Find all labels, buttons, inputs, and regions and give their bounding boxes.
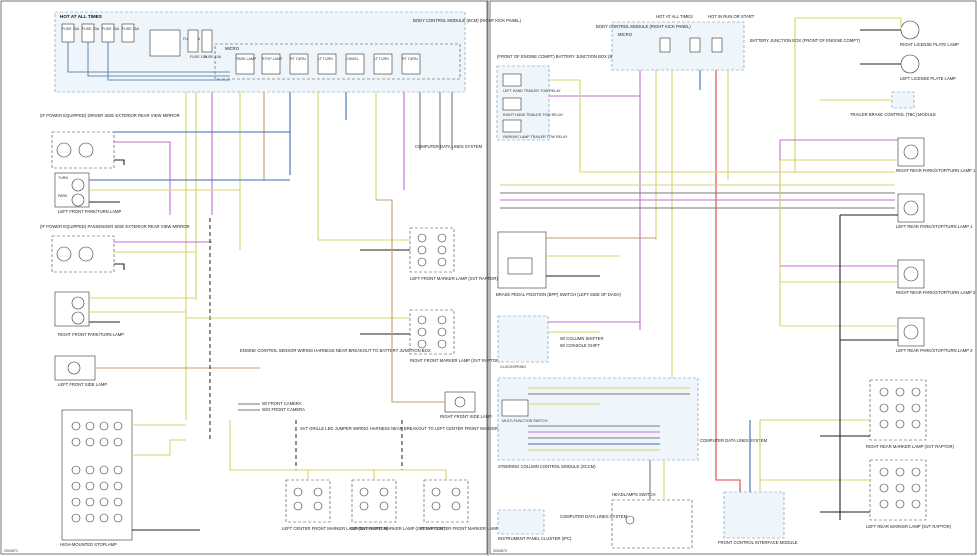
fuse-1: FUSE 15A — [62, 27, 80, 31]
left-side-lamp-label: LEFT FRONT SIDE LAMP — [58, 382, 107, 387]
clearance-center-label: CENTER FRONT MARKER LAMP (SVT RAPTOR) — [350, 526, 445, 531]
rear-lamp-3-label: RIGHT REAR PARK/STOP/TURN LAMP 2 — [896, 290, 976, 295]
headlamp-switch-label: HEADLAMPS SWITCH — [612, 492, 656, 497]
bcm-pin-chmsl: CHMSL — [346, 57, 359, 61]
multi-function-label: MULTI-FUNCTION SWITCH — [502, 419, 548, 423]
rear-marker-lamps: RIGHT REAR MARKER LAMP (SVT RAPTOR) LEFT… — [760, 379, 954, 529]
clearance-lamps: LEFT CENTER FRONT MARKER LAMP (SVT RAPTO… — [229, 420, 530, 531]
bcm-pin-park: PARK LAMP — [236, 57, 257, 61]
right-bcm: BODY CONTROL MODULE (RIGHT KICK PANEL) M… — [596, 14, 861, 71]
rear-marker-left-label: LEFT REAR MARKER LAMP (SVT RAPTOR) — [866, 524, 952, 529]
with-camera-label: W/ FRONT CAMERA — [262, 401, 302, 406]
bcm-pin-rt-turn-2: RT TURN — [402, 57, 418, 61]
sccm-label: STEERING COLUMN CONTROL MODULE (SCCM) — [498, 464, 596, 469]
right-park-turn-label: RIGHT FRONT PARK/TURN LAMP — [58, 332, 124, 337]
bcm-pin-lt-turn-2: LT TURN — [374, 57, 389, 61]
right-micro-label: MICRO — [618, 32, 633, 37]
w-column-shifter: W/ COLUMN SHIFTER — [560, 336, 604, 341]
left-park-turn-label: LEFT FRONT PARK/TURN LAMP — [58, 209, 121, 214]
relay-right-hand: RIGHT HAND TRAILER TOW RELAY — [503, 113, 564, 117]
hmsl-label: HIGH-MOUNTED STOPLAMP — [60, 542, 117, 547]
right-front-side-lamp: RIGHT FRONT SIDE LAMP — [376, 199, 492, 419]
fuse-3: FUSE 15A — [102, 27, 120, 31]
computer-data-lines-left: COMPUTER DATA LINES SYSTEM — [415, 144, 483, 149]
trailer-brake-module: TRAILER BRAKE CONTROL (TBC) MODULE — [820, 91, 936, 117]
left-vertical-wires: COMPUTER DATA LINES SYSTEM — [185, 92, 483, 420]
right-marker-label: RIGHT FRONT MARKER LAMP (SVT RAPTOR) — [410, 358, 501, 363]
high-mounted-stop-lamp: HIGH-MOUNTED STOPLAMP — [60, 409, 200, 547]
bjb-label: (FRONT OF ENGINE COMPT) BATTERY JUNCTION… — [497, 54, 619, 59]
right-horizontal-buses — [500, 171, 895, 209]
brake-pedal-switch: BRAKE PEDAL POSITION (BPP) SWITCH (LEFT … — [496, 231, 656, 297]
w-console-shift: W/ CONSOLE SHIFT — [560, 343, 600, 348]
left-marker-label: LEFT FRONT MARKER LAMP (SVT RAPTOR) — [410, 276, 498, 281]
right-vertical-wires — [639, 70, 729, 430]
page-number-left: 2004571 — [4, 549, 18, 553]
right-bcm-label: BODY CONTROL MODULE (RIGHT KICK PANEL) — [596, 24, 691, 29]
left-license-label: LEFT LICENSE PLATE LAMP — [900, 76, 956, 81]
steering-column-control-module: CLOCKSPRING W/ COLUMN SHIFTER W/ CONSOLE… — [497, 315, 699, 469]
left-front-side-lamp: LEFT FRONT SIDE LAMP — [54, 355, 260, 387]
fuse-2: FUSE 10A — [82, 27, 100, 31]
fuse-7: FUSE 10A — [204, 55, 222, 59]
left-front-marker-lamp: LEFT FRONT MARKER LAMP (SVT RAPTOR) — [318, 227, 498, 281]
passenger-mirror: (IF POWER EQUIPPED) PASSENGER SIDE EXTER… — [40, 224, 212, 273]
fuse-6: FUSE 10A — [190, 55, 208, 59]
left-fuses: FUSE 15A FUSE 10A FUSE 15A FUSE 15A FUSE… — [61, 23, 222, 59]
rear-lamp-2-label: LEFT REAR PARK/STOP/TURN LAMP 1 — [896, 224, 973, 229]
left-front-park-turn-lamp: TURN PARK LEFT FRONT PARK/TURN LAMP — [54, 172, 290, 214]
fci-data-lines: COMPUTER DATA LINES SYSTEM — [700, 438, 768, 443]
driver-mirror-label: (IF POWER EQUIPPED) DRIVER SIDE EXTERIOR… — [40, 113, 180, 118]
right-side-lamp-label: RIGHT FRONT SIDE LAMP — [440, 414, 492, 419]
passenger-mirror-label: (IF POWER EQUIPPED) PASSENGER SIDE EXTER… — [40, 224, 190, 229]
clearance-left-label: LEFT CENTER FRONT MARKER LAMP (SVT RAPTO… — [282, 526, 389, 531]
left-bcm-label: BODY CONTROL MODULE (BCM) (RIGHT KICK PA… — [413, 18, 522, 23]
bjb-ref-label: BATTERY JUNCTION BOX (FRONT OF ENGINE CO… — [750, 38, 861, 43]
rear-lamps: RIGHT REAR PARK/STOP/TURN LAMP 1 LEFT RE… — [780, 137, 976, 353]
clockspring-label: CLOCKSPRING — [500, 365, 526, 369]
right-front-marker-lamp: RIGHT FRONT MARKER LAMP (SVT RAPTOR) — [186, 309, 501, 363]
battery-junction-box: (FRONT OF ENGINE COMPT) BATTERY JUNCTION… — [496, 54, 640, 172]
instrument-panel-cluster: INSTRUMENT PANEL CLUSTER (IPC) COMPUTER … — [497, 509, 628, 541]
clearance-right-label: RIGHT CENTER FRONT MARKER LAMP (SVT RAPT… — [420, 526, 530, 531]
relay-parking: PARKING LAMP TRAILER TOW RELAY — [503, 135, 568, 139]
bcm-pin-stop: STOP LAMP — [262, 57, 283, 61]
grille-harness-note: SVT GRILLE LED JUMPER WIRING HARNESS NEA… — [300, 426, 511, 431]
relay-left-hand: LEFT HAND TRAILER TOW RELAY — [503, 89, 561, 93]
ipc-data-lines: COMPUTER DATA LINES SYSTEM — [560, 514, 628, 519]
driver-mirror: (IF POWER EQUIPPED) DRIVER SIDE EXTERIOR… — [40, 113, 290, 215]
left-park-label: PARK — [58, 194, 68, 198]
headlamp-switch: HEADLAMPS SWITCH — [611, 460, 693, 549]
ipc-label: INSTRUMENT PANEL CLUSTER (IPC) — [498, 536, 572, 541]
page-number-right: 2004572 — [493, 549, 507, 553]
left-micro-label: MICRO — [225, 46, 240, 51]
fuse-4: FUSE 15A — [122, 27, 140, 31]
without-camera-label: W/O FRONT CAMERA — [262, 407, 305, 412]
rear-lamp-4-label: LEFT REAR PARK/STOP/TURN LAMP 2 — [896, 348, 973, 353]
bcm-pin-lt-turn: LT TURN — [318, 57, 333, 61]
rear-lamp-1-label: RIGHT REAR PARK/STOP/TURN LAMP 1 — [896, 168, 976, 173]
rear-marker-right-label: RIGHT REAR MARKER LAMP (SVT RAPTOR) — [866, 444, 954, 449]
right-license-label: RIGHT LICENSE PLATE LAMP — [900, 42, 959, 47]
hot-run-label: HOT AT ALL TIMES — [656, 14, 693, 19]
engine-harness-note: ENGINE CONTROL SENSOR WIRING HARNESS NEA… — [240, 348, 431, 353]
hot-start-label: HOT IN RUN OR START — [708, 14, 755, 19]
front-control-interface-module: FRONT CONTROL INTERFACE MODULE COMPUTER … — [700, 420, 798, 545]
left-turn-label: TURN — [58, 176, 68, 180]
hmsl-led-grid — [71, 421, 123, 523]
fci-label: FRONT CONTROL INTERFACE MODULE — [718, 540, 798, 545]
left-bcm-fuse-box: HOT AT ALL TIMES BODY CONTROL MODULE (BC… — [54, 11, 522, 93]
trailer-module-label: TRAILER BRAKE CONTROL (TBC) MODULE — [850, 112, 936, 117]
hot-at-all-times-label: HOT AT ALL TIMES — [60, 14, 102, 19]
bcm-pin-rt-turn: RT TURN — [290, 57, 306, 61]
right-front-park-turn-lamp: RIGHT FRONT PARK/TURN LAMP — [54, 291, 196, 337]
bpp-switch-label: BRAKE PEDAL POSITION (BPP) SWITCH (LEFT … — [496, 292, 622, 297]
license-lamps: RIGHT LICENSE PLATE LAMP LEFT LICENSE PL… — [794, 17, 959, 172]
left-bcm-outputs: PARK LAMP STOP LAMP RT TURN LT TURN CHMS… — [235, 53, 421, 75]
